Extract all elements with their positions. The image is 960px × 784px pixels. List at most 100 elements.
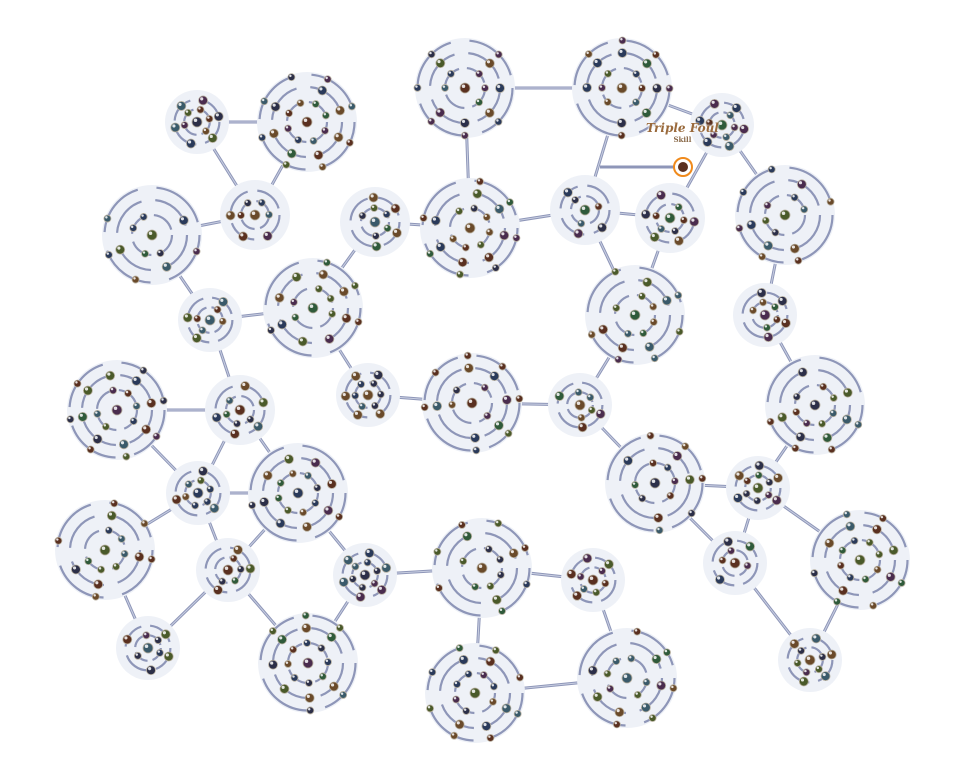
skill-node[interactable]	[598, 567, 606, 575]
skill-node[interactable]	[326, 294, 335, 303]
skill-node[interactable]	[229, 554, 238, 563]
skill-node[interactable]	[317, 644, 326, 653]
skill-node[interactable]	[292, 487, 304, 499]
skill-node[interactable]	[724, 141, 735, 152]
skill-node[interactable]	[649, 459, 658, 467]
skill-node[interactable]	[351, 562, 360, 571]
skill-node[interactable]	[461, 243, 470, 252]
skill-node[interactable]	[576, 572, 585, 581]
skill-node[interactable]	[715, 574, 725, 585]
skill-node[interactable]	[146, 398, 157, 409]
skill-node[interactable]	[336, 623, 344, 632]
skill-node[interactable]	[479, 671, 488, 679]
skill-node[interactable]	[111, 404, 123, 416]
skill-node[interactable]	[759, 309, 771, 321]
skill-node[interactable]	[491, 263, 500, 272]
skill-node[interactable]	[122, 452, 131, 461]
skill-node[interactable]	[617, 342, 628, 353]
skill-node[interactable]	[304, 471, 312, 480]
skill-node[interactable]	[582, 82, 592, 93]
skill-node[interactable]	[638, 292, 646, 301]
skill-node[interactable]	[671, 227, 679, 235]
skill-node[interactable]	[297, 336, 308, 347]
skill-node[interactable]	[642, 277, 653, 288]
skill-node[interactable]	[370, 204, 379, 212]
skill-node[interactable]	[614, 355, 623, 364]
skill-node[interactable]	[554, 391, 565, 401]
skill-node[interactable]	[99, 544, 111, 556]
skill-node[interactable]	[592, 691, 603, 702]
skill-node[interactable]	[371, 232, 380, 240]
skill-node[interactable]	[303, 639, 311, 647]
skill-node[interactable]	[735, 224, 744, 233]
skill-node[interactable]	[586, 393, 595, 402]
skill-node[interactable]	[66, 415, 75, 424]
skill-node[interactable]	[779, 209, 791, 221]
skill-node[interactable]	[196, 476, 205, 485]
skill-node[interactable]	[614, 707, 625, 718]
skill-node[interactable]	[597, 222, 607, 233]
skill-node[interactable]	[152, 432, 161, 441]
skill-node[interactable]	[795, 431, 806, 442]
skill-node[interactable]	[702, 137, 713, 147]
skill-node[interactable]	[191, 333, 202, 344]
skill-node[interactable]	[838, 585, 848, 596]
skill-node[interactable]	[288, 469, 297, 478]
skill-node[interactable]	[324, 334, 335, 344]
skill-node[interactable]	[515, 394, 524, 403]
skill-node[interactable]	[159, 396, 168, 405]
skill-node[interactable]	[486, 582, 495, 591]
skill-node[interactable]	[763, 201, 772, 210]
skill-node[interactable]	[809, 399, 821, 411]
skill-node[interactable]	[323, 505, 334, 516]
skill-node[interactable]	[54, 536, 63, 545]
skill-node[interactable]	[351, 281, 359, 290]
skill-node[interactable]	[494, 204, 505, 214]
skill-node[interactable]	[92, 434, 103, 445]
skill-node[interactable]	[262, 470, 273, 481]
skill-node[interactable]	[475, 70, 484, 78]
skill-node[interactable]	[323, 258, 331, 267]
skill-node[interactable]	[649, 232, 660, 243]
skill-node[interactable]	[341, 313, 352, 324]
skill-node[interactable]	[357, 380, 365, 389]
skill-node[interactable]	[71, 564, 81, 575]
skill-node[interactable]	[192, 247, 201, 256]
skill-node[interactable]	[178, 215, 189, 226]
skill-node[interactable]	[633, 627, 642, 636]
skill-node[interactable]	[763, 323, 771, 332]
skill-node[interactable]	[243, 199, 252, 207]
skill-node[interactable]	[93, 410, 102, 418]
skill-node[interactable]	[644, 341, 655, 352]
skill-node[interactable]	[383, 224, 392, 233]
skill-node[interactable]	[475, 98, 483, 107]
skill-node[interactable]	[207, 133, 218, 143]
skill-node[interactable]	[376, 390, 385, 399]
skill-node[interactable]	[642, 678, 651, 687]
skill-node[interactable]	[324, 658, 332, 666]
skill-node[interactable]	[773, 315, 781, 324]
skill-node[interactable]	[675, 327, 684, 336]
skill-node[interactable]	[484, 107, 495, 118]
skill-node[interactable]	[333, 132, 344, 143]
skill-node[interactable]	[598, 324, 609, 335]
skill-node[interactable]	[277, 319, 287, 330]
skill-node[interactable]	[306, 706, 315, 715]
skill-node[interactable]	[841, 414, 852, 425]
skill-node[interactable]	[491, 646, 500, 655]
skill-node[interactable]	[689, 216, 700, 227]
skill-node[interactable]	[842, 510, 851, 519]
skill-node[interactable]	[193, 314, 202, 323]
skill-node[interactable]	[233, 419, 241, 428]
skill-node[interactable]	[464, 222, 476, 234]
skill-node[interactable]	[897, 579, 906, 587]
skill-node[interactable]	[829, 409, 838, 418]
skill-node[interactable]	[269, 128, 279, 139]
skill-node[interactable]	[129, 224, 138, 232]
skill-node[interactable]	[611, 267, 620, 276]
skill-node[interactable]	[420, 403, 429, 412]
skill-node[interactable]	[104, 250, 113, 259]
skill-node[interactable]	[218, 296, 229, 307]
skill-node[interactable]	[764, 491, 773, 499]
skill-node[interactable]	[348, 575, 357, 583]
